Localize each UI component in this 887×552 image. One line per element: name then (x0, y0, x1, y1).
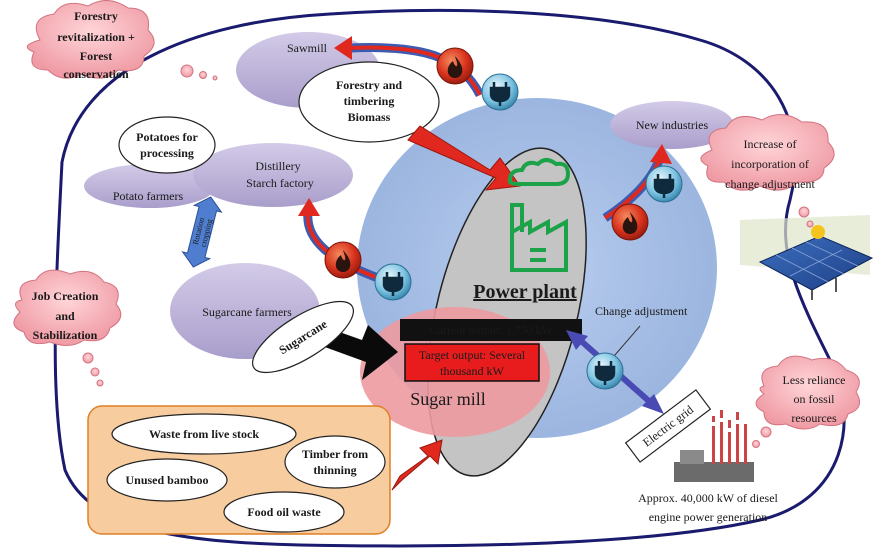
waste-timber-node (284, 435, 386, 489)
sawmill-label: Sawmill (287, 41, 328, 55)
incorporation-cloud-line-1: Increase of (744, 137, 797, 151)
forestry-cloud-line-4: conservation (63, 67, 129, 81)
power-plant-title: Power plant (473, 281, 577, 303)
waste-livestock-label: Waste from live stock (149, 427, 259, 441)
current-output-label: Current output: 1,750 kW (429, 323, 554, 337)
distillery-label-1: Distillery (255, 159, 300, 173)
distillery-node (193, 143, 353, 207)
new-industries-label: New industries (636, 118, 709, 132)
plug-icon (374, 263, 412, 301)
potatoes-label-2: processing (140, 146, 194, 160)
sugarcane-node (251, 300, 355, 374)
fire-icon (324, 241, 362, 279)
potatoes-label-1: Potatoes for (136, 130, 198, 144)
waste-timber-label-1: Timber from (302, 447, 368, 461)
target-output-box (404, 343, 540, 382)
new-industries-node (610, 101, 734, 149)
plug-icon (586, 352, 624, 390)
waste-livestock-node (111, 413, 297, 455)
forestry-biomass-node (298, 61, 440, 143)
fire-icon (436, 47, 474, 85)
waste-oil-label: Food oil waste (247, 505, 321, 519)
jobs-cloud-line-1: Job Creation (32, 289, 99, 303)
factory-icon (507, 158, 571, 272)
jobs-cloud-line-3: Stabilization (33, 328, 98, 342)
potato-farmers-label: Potato farmers (113, 189, 184, 203)
jobs-cloud-line-2: and (55, 309, 75, 323)
waste-bamboo-node (106, 458, 228, 502)
forestry-cloud-line-3: Forest (80, 49, 112, 63)
forestry-cloud-line-2: revitalization + (57, 30, 135, 44)
arrow-head-sawmill (334, 36, 352, 60)
target-output-label-2: thousand kW (440, 364, 504, 378)
forestry-biomass-label-2: timbering (344, 94, 395, 108)
reliance-cloud-line-1: Less reliance (783, 373, 846, 387)
change-adjustment-label: Change adjustment (595, 304, 688, 318)
reliance-cloud-line-2: on fossil (793, 392, 835, 406)
diesel-label-2: engine power generation (649, 510, 768, 524)
incorporation-cloud-line-2: incorporation of (731, 157, 809, 171)
jobs-cloud: Job Creation and Stabilization (13, 269, 122, 387)
waste-timber-label-2: thinning (313, 463, 356, 477)
plug-icon (645, 165, 683, 203)
biomass-to-plant-arrow (407, 125, 521, 191)
arrow-head-distillery (298, 198, 320, 216)
solar-panel-icon (740, 215, 874, 300)
waste-bamboo-label: Unused bamboo (125, 473, 208, 487)
forestry-biomass-label-3: Biomass (348, 110, 391, 124)
distillery-label-2: Starch factory (246, 176, 314, 190)
fire-icon (611, 203, 649, 241)
reliance-cloud-line-3: resources (791, 411, 837, 425)
diesel-plant-icon (674, 410, 754, 482)
reliance-cloud: Less reliance on fossil resources (752, 355, 861, 448)
current-output-box (400, 319, 582, 341)
forestry-cloud-line-1: Forestry (74, 9, 118, 23)
potatoes-node (118, 116, 216, 174)
sugarcane-farmers-label: Sugarcane farmers (202, 305, 292, 319)
forestry-biomass-label-1: Forestry and (336, 78, 402, 92)
incorporation-cloud: Increase of incorporation of change adju… (700, 114, 835, 228)
incorporation-cloud-line-3: change adjustment (725, 177, 815, 191)
arrow-head-new-industries (650, 144, 672, 164)
target-output-label-1: Target output: Several (419, 348, 526, 362)
plug-icon (481, 73, 519, 111)
forestry-cloud: Forestry revitalization + Forest conserv… (26, 0, 218, 81)
waste-oil-node (223, 491, 345, 533)
potato-farmers-node (84, 164, 216, 208)
waste-to-plant-arrow (391, 439, 443, 491)
diesel-label-1: Approx. 40,000 kW of diesel (638, 491, 778, 505)
rotation-cropping-arrow: Rotation cropping (181, 196, 223, 268)
sugar-mill-label: Sugar mill (410, 389, 486, 409)
